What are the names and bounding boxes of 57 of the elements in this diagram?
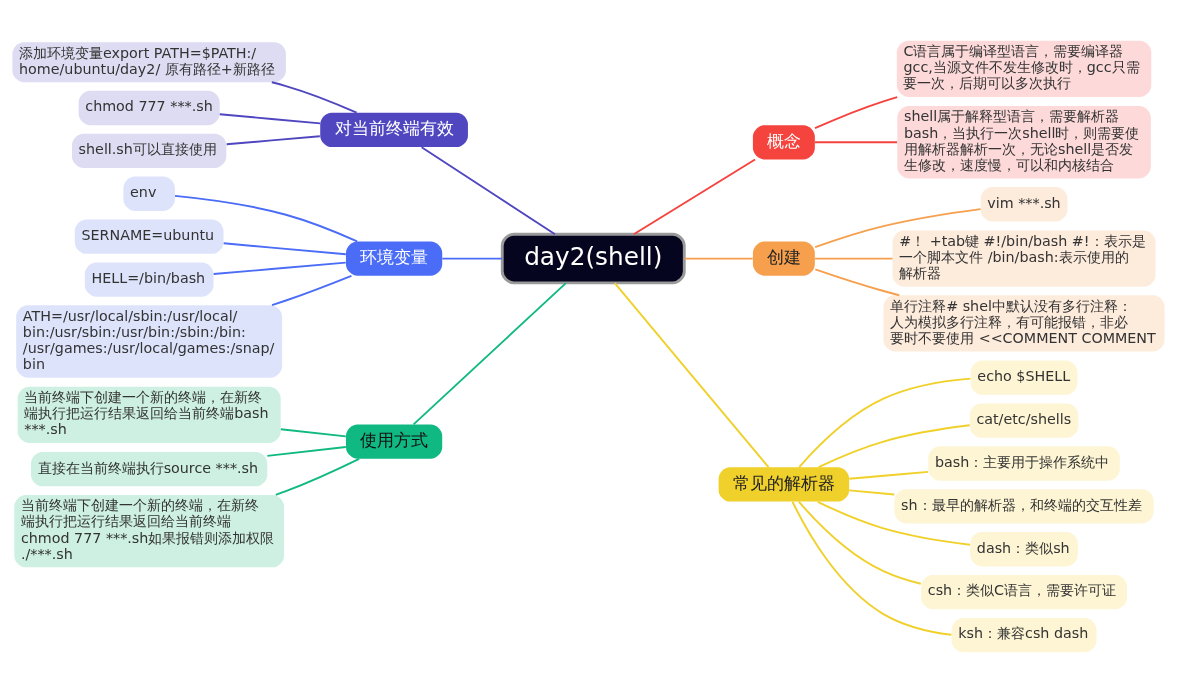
connector	[848, 489, 896, 496]
node-box: 单行注释# shel中默认没有多行注释：人为模拟多行注释，有可能报错，非必要时不要使用 <<COMMENT COMMENT	[883, 295, 1165, 352]
node-box: SERNAME=ubuntu	[74, 219, 224, 254]
connector	[225, 135, 321, 146]
node-box: csh：类似C语言，需要许可证	[921, 575, 1127, 610]
connector	[222, 242, 347, 256]
connector	[798, 377, 972, 468]
node-box: shell属于解释型语言，需要解析器bash，当执行一次shell时，则需要使用解析器解析一次，无论shell是否发生修改，速度慢，可以和内核结合	[897, 106, 1151, 179]
node-box: echo $SHELL	[970, 360, 1078, 395]
node-box: env	[123, 176, 175, 211]
node-box: shell.sh可以直接使用	[71, 133, 227, 169]
connector	[270, 81, 358, 114]
node-box: 对当前终端有效	[320, 112, 468, 148]
node-box: chmod 777 ***.sh	[78, 90, 220, 126]
node-box: C语言属于编译型语言，需要编译器gcc,当源文件不发生修改时，gcc只需要一次，后期可以多次执行	[896, 40, 1152, 98]
connector	[266, 446, 347, 457]
connector	[412, 282, 567, 426]
node-box: ATH=/usr/local/sbin:/usr/local/bin:/usr/sbin:/usr/bin:/sbin:/bin:/usr/games:/usr/local/games:/snap/bin	[16, 305, 283, 378]
connector	[814, 96, 899, 130]
connector	[420, 146, 556, 236]
connector	[274, 457, 361, 496]
node-box: #！ +tab键 #!/bin/bash #!：表示是一个脚本文件 /bin/bash:表示使用的解析器	[892, 230, 1156, 287]
connector	[218, 113, 322, 125]
node-box: 常见的解析器	[718, 467, 850, 502]
node-box: HELL=/bin/bash	[84, 262, 214, 297]
connector	[279, 428, 347, 438]
connector	[613, 282, 770, 469]
connector	[814, 268, 901, 297]
connector	[848, 470, 930, 480]
connector	[632, 158, 756, 236]
node-box: 直接在当前终端执行source ***.sh	[30, 452, 268, 487]
node-box: 概念	[752, 125, 815, 160]
node-box: bash：主要用于操作系统中	[928, 446, 1120, 481]
connector	[683, 257, 754, 260]
node-box: vim ***.sh	[980, 187, 1068, 222]
connector	[814, 141, 899, 144]
connector	[212, 261, 347, 276]
node-box: 环境变量	[345, 241, 443, 276]
node-box: ksh：兼容csh dash	[951, 617, 1097, 653]
connector	[174, 194, 359, 243]
node-box: 当前终端下创建一个新的终端，在新终端执行把运行结果返回给当前终端bash ***.sh	[17, 386, 281, 443]
node-box: 当前终端下创建一个新的终端，在新终端执行把运行结果返回给当前终端 chmod 777 ***.sh如果报错则添加权限 ./***.sh	[14, 494, 284, 568]
node-box: day2(shell)	[500, 232, 686, 285]
connector	[817, 424, 971, 469]
connector	[814, 257, 894, 260]
node-box: 创建	[752, 241, 815, 276]
connector	[797, 500, 922, 585]
connector	[814, 208, 982, 249]
node-box: dash：类似sh	[970, 532, 1078, 567]
node-box: cat/etc/shells	[969, 403, 1079, 438]
node-box: sh：最早的解析器，和终端的交互性差	[894, 489, 1154, 524]
connector	[271, 274, 353, 307]
connector	[791, 500, 953, 636]
connector	[816, 500, 971, 546]
node-box: 使用方式	[345, 424, 443, 459]
connector	[441, 257, 504, 260]
node-box: 添加环境变量export PATH=$PATH:/home/ubuntu/day2/ 原有路径+新路径	[12, 42, 286, 83]
